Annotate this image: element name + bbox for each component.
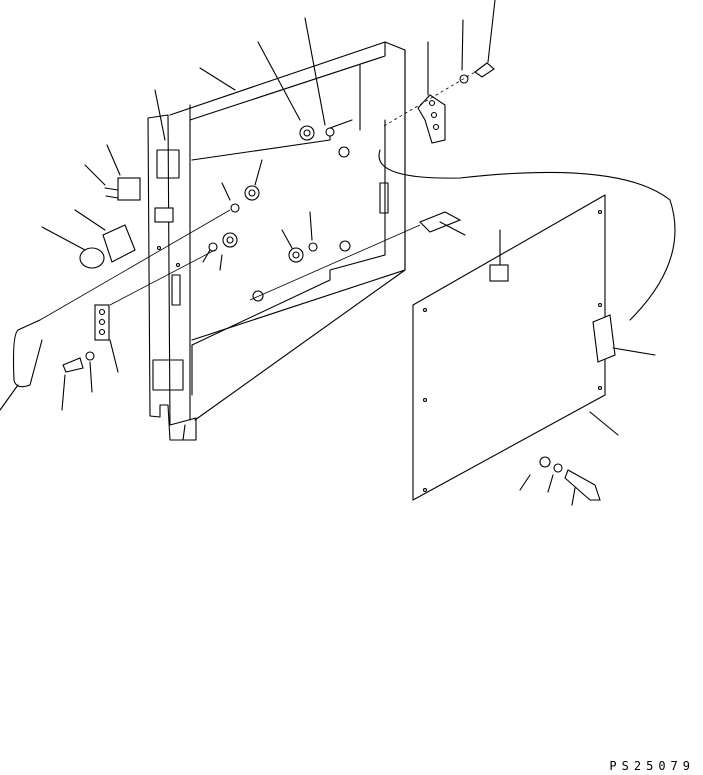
panel-box — [169, 41, 406, 421]
drawing-code: PS25079 — [609, 759, 695, 773]
clamp-upper — [383, 62, 495, 144]
clamp-lower — [62, 304, 110, 373]
cover-plate — [378, 149, 676, 501]
left-flange-plate — [147, 114, 389, 441]
nuts — [208, 125, 351, 302]
leader-lines — [0, 0, 656, 506]
switch-parts — [79, 177, 174, 269]
handle — [12, 209, 231, 388]
